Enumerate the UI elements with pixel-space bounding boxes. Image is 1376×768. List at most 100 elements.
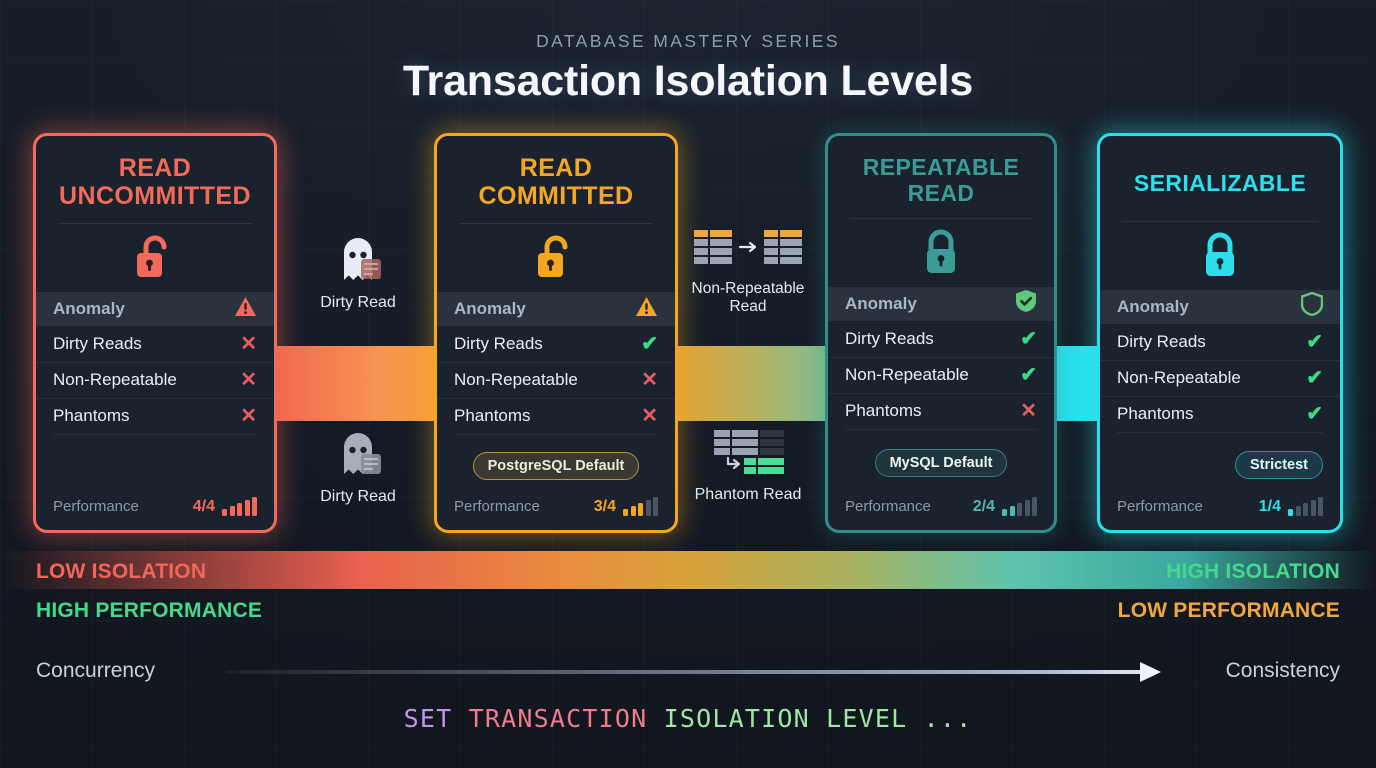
row-label: Anomaly: [454, 298, 526, 318]
row-label: Dirty Reads: [1117, 331, 1206, 351]
row-label: Anomaly: [1117, 296, 1189, 316]
spectrum-label-high-isolation: HIGH ISOLATION: [1166, 560, 1340, 583]
annotation-non-repeatable-read: Non-Repeatable Read: [673, 228, 823, 316]
status-badge-postgresql-default: PostgreSQL Default: [472, 451, 640, 480]
table-row-non-repeatable: Non-Repeatable ✕: [36, 361, 274, 398]
divider: [58, 222, 252, 224]
table-row-dirty-reads: Dirty Reads ✔: [1100, 324, 1340, 360]
status-cross-icon: ✕: [240, 405, 257, 427]
row-label: Non-Repeatable: [53, 370, 177, 389]
divider: [454, 433, 658, 435]
page-title: Transaction Isolation Levels: [402, 57, 974, 105]
row-label: Anomaly: [845, 293, 917, 313]
table-new-row-icon: [710, 430, 786, 480]
isolation-card-repeatable-read[interactable]: REPEATABLE READ Anomaly Dirty Reads ✔ No…: [825, 133, 1057, 533]
row-label: Anomaly: [53, 298, 125, 318]
table-row-anomaly-header: Anomaly: [1100, 289, 1340, 324]
table-row-anomaly-header: Anomaly: [437, 291, 675, 326]
row-label: Dirty Reads: [845, 328, 934, 348]
row-label: Phantoms: [845, 401, 922, 421]
table-row-phantoms: Phantoms ✔: [1100, 395, 1340, 432]
isolation-card-read-uncommitted[interactable]: READ UNCOMMITTED Anomaly Dirty Reads ✕ N…: [33, 133, 277, 533]
row-label: Dirty Reads: [454, 333, 543, 353]
card-title: READ COMMITTED: [437, 136, 675, 211]
card-title-line1: SERIALIZABLE: [1133, 170, 1307, 196]
status-check-icon: ✔: [1306, 330, 1323, 353]
performance-score: 3/4: [593, 498, 616, 515]
closed-lock-icon: [828, 219, 1054, 285]
warning-triangle-icon: [234, 296, 257, 322]
isolation-spectrum-bar: [0, 551, 1376, 589]
badge-slot: MySQL Default: [828, 430, 1054, 497]
card-title: REPEATABLE READ: [828, 136, 1054, 206]
isolation-card-serializable[interactable]: SERIALIZABLE Anomaly Dirty Reads ✔ Non-R…: [1097, 133, 1343, 533]
divider: [53, 433, 257, 435]
card-title: READ UNCOMMITTED: [36, 136, 274, 211]
performance-label: Performance: [53, 498, 139, 515]
table-row-non-repeatable: Non-Repeatable ✔: [828, 356, 1054, 393]
signal-bars-icon: [1288, 497, 1323, 516]
divider: [459, 222, 653, 224]
kicker-text: DATABASE MASTERY SERIES: [536, 31, 840, 51]
status-cross-icon: ✕: [240, 369, 257, 391]
spectrum-label-low-performance: LOW PERFORMANCE: [1117, 599, 1340, 622]
divider: [1117, 431, 1323, 433]
badge-slot: Strictest: [1100, 433, 1340, 497]
row-label: Phantoms: [53, 406, 130, 425]
status-badge-strictest: Strictest: [1234, 450, 1323, 479]
isolation-card-read-committed[interactable]: READ COMMITTED Anomaly Dirty Reads ✔ Non…: [434, 133, 678, 533]
performance-meter: Performance 2/4: [828, 497, 1054, 530]
divider: [845, 428, 1037, 430]
annotation-phantom-read: Phantom Read: [673, 428, 823, 504]
anomaly-rows: Anomaly Dirty Reads ✔ Non-Repeatable ✔ P…: [1100, 289, 1340, 433]
spectrum-label-high-performance: HIGH PERFORMANCE: [36, 599, 263, 622]
row-label: Non-Repeatable: [454, 370, 578, 389]
open-lock-icon: [437, 224, 675, 290]
card-title-line1: READ: [118, 154, 192, 182]
status-check-icon: ✔: [1306, 367, 1323, 390]
performance-meter: Performance 4/4: [36, 497, 274, 530]
open-lock-icon: [36, 224, 274, 290]
warning-triangle-icon: [635, 296, 658, 322]
status-cross-icon: ✕: [641, 405, 658, 427]
axis-label-consistency: Consistency: [1225, 659, 1340, 682]
table-row-non-repeatable: Non-Repeatable ✕: [437, 361, 675, 398]
performance-label: Performance: [454, 498, 540, 515]
performance-label: Performance: [845, 498, 931, 515]
signal-bars-icon: [1002, 497, 1037, 516]
performance-score: 1/4: [1258, 498, 1281, 515]
performance-meter: Performance 3/4: [437, 497, 675, 530]
status-check-icon: ✔: [1306, 403, 1323, 426]
signal-bars-icon: [222, 497, 257, 516]
table-row-non-repeatable: Non-Repeatable ✔: [1100, 359, 1340, 396]
card-title-line1: READ: [519, 154, 593, 182]
divider: [850, 217, 1032, 219]
annotation-label-line2: Read: [729, 297, 767, 315]
anomaly-rows: Anomaly Dirty Reads ✕ Non-Repeatable ✕ P…: [36, 291, 274, 435]
annotation-label: Dirty Read: [320, 488, 396, 505]
status-cross-icon: ✕: [1020, 400, 1037, 423]
performance-meter: Performance 1/4: [1100, 497, 1340, 530]
table-row-anomaly-header: Anomaly: [36, 291, 274, 326]
sql-keyword-set: SET: [403, 704, 453, 733]
annotation-label: Phantom Read: [694, 486, 802, 503]
status-badge-mysql-default: MySQL Default: [874, 449, 1008, 478]
card-title-line2: UNCOMMITTED: [59, 182, 251, 211]
table-row-phantoms: Phantoms ✕: [437, 397, 675, 434]
status-check-icon: ✔: [1020, 364, 1037, 387]
table-row-dirty-reads: Dirty Reads ✕: [36, 326, 274, 362]
table-row-anomaly-header: Anomaly: [828, 286, 1054, 321]
row-label: Dirty Reads: [53, 333, 142, 353]
annotation-label-line1: Non-Repeatable: [691, 280, 805, 297]
axis-label-concurrency: Concurrency: [36, 659, 156, 682]
ghost-icon: [330, 433, 386, 482]
right-arrow-icon: [1140, 662, 1161, 682]
table-row-dirty-reads: Dirty Reads ✔: [828, 321, 1054, 357]
performance-score: 2/4: [972, 498, 995, 515]
badge-slot: [36, 435, 274, 498]
card-title-line2: COMMITTED: [478, 182, 634, 211]
annotation-dirty-read-top: Dirty Read: [283, 232, 433, 312]
signal-bars-icon: [623, 497, 658, 516]
status-check-icon: ✔: [1020, 327, 1037, 350]
sql-keyword-transaction: TRANSACTION: [468, 704, 648, 733]
